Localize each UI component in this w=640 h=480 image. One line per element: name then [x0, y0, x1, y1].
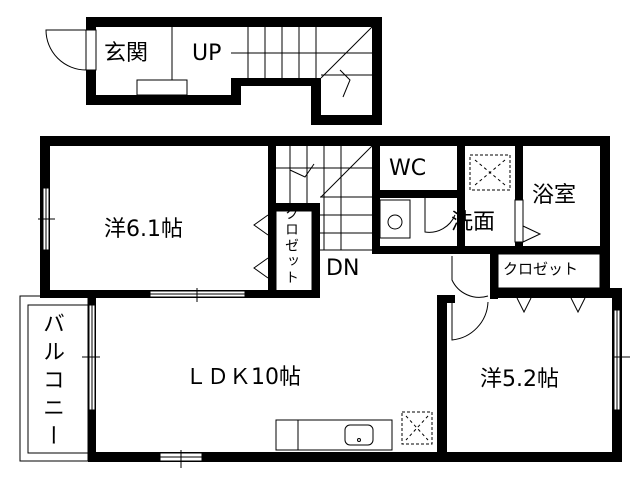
- label-bathroom: 浴室: [532, 183, 577, 208]
- label-balcony: バルコニー: [39, 312, 64, 452]
- label-room-east: 洋5.2帖: [480, 367, 559, 392]
- label-washroom: 洗面: [451, 210, 496, 235]
- label-stairs-down: DN: [326, 256, 360, 281]
- label-room-west: 洋6.1帖: [104, 217, 183, 242]
- label-stairs-up: UP: [192, 41, 222, 66]
- label-ldk: ＬＤＫ10帖: [185, 365, 301, 390]
- fixtures: [19, 26, 630, 468]
- label-closet-east: クロゼット: [503, 260, 579, 278]
- label-toilet: WC: [389, 156, 427, 181]
- label-genkan: 玄関: [104, 41, 149, 66]
- label-closet-west: クロゼット: [283, 206, 299, 286]
